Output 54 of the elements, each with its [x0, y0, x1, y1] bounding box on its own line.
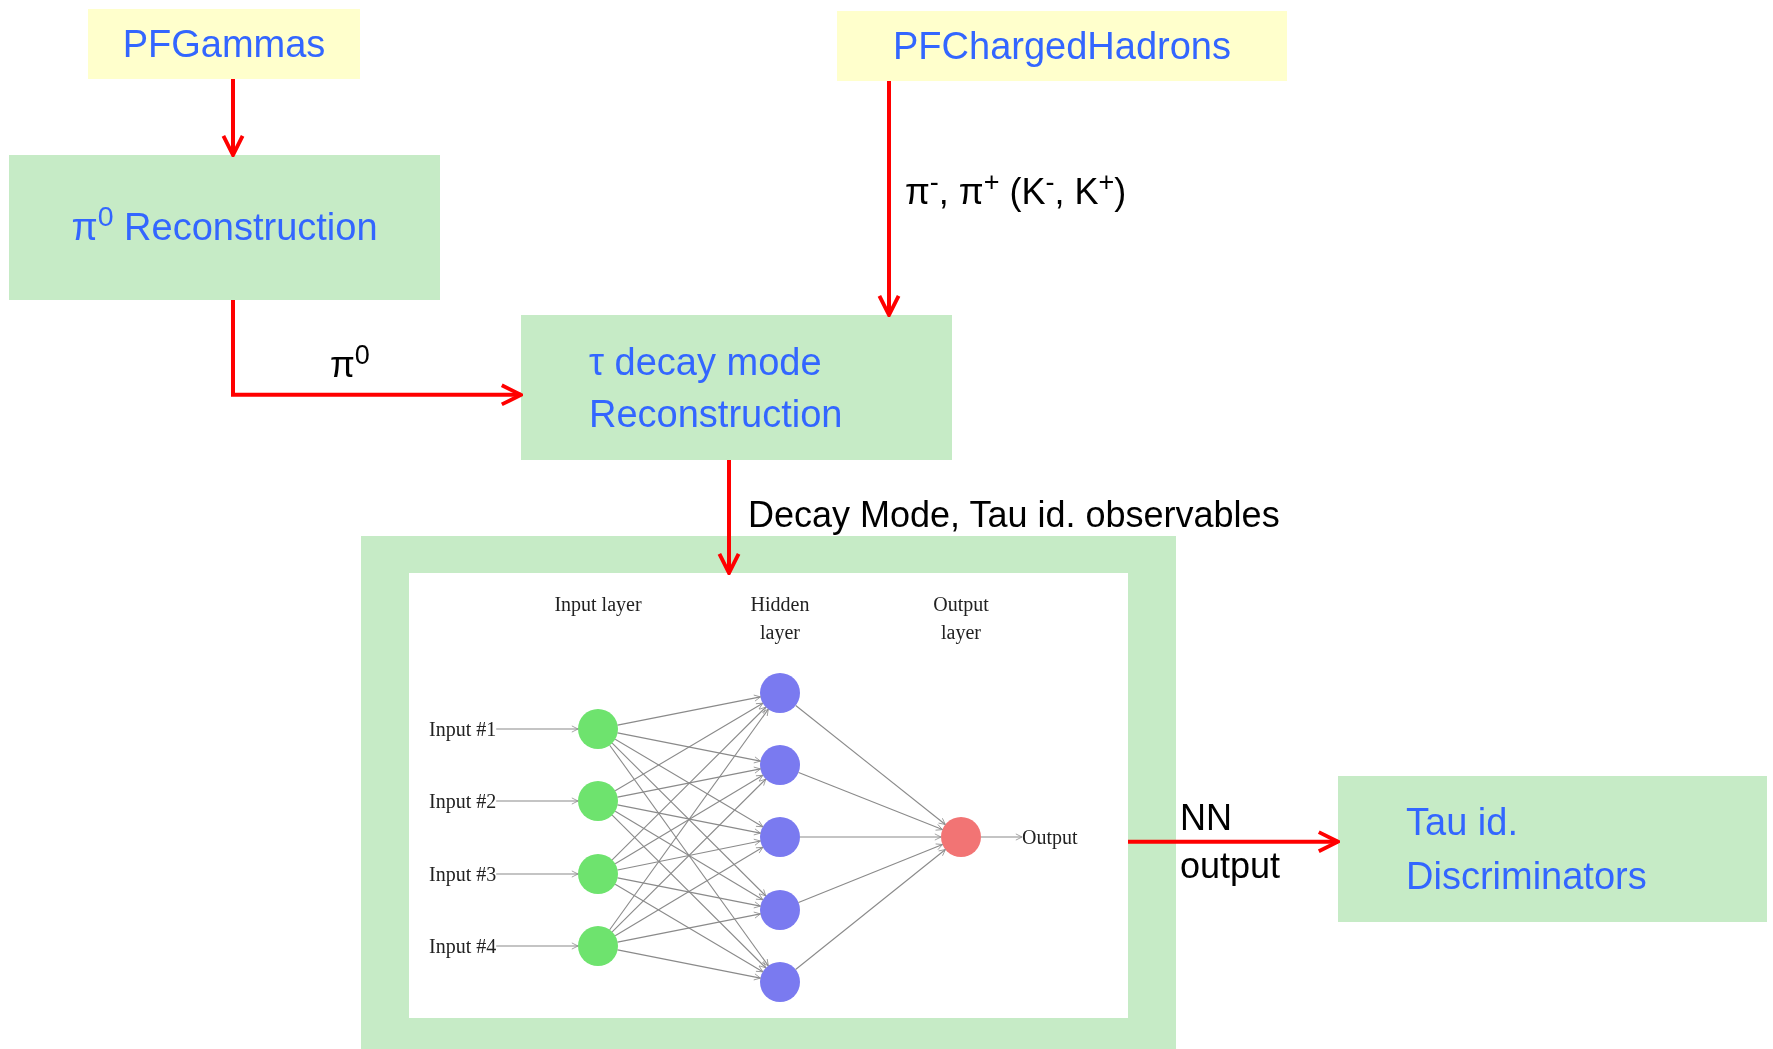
arrow [495, 797, 579, 805]
arrow [980, 833, 1023, 841]
layer-heading: Output layer [932, 592, 990, 646]
arrow [1128, 830, 1340, 854]
arrow [617, 877, 761, 909]
neuron-label: Input #4 [429, 931, 497, 961]
arrow [614, 702, 764, 792]
neuron-label: Input #2 [429, 786, 497, 816]
edge-label: π$^{-}$, π$^{+}$ (K$^{-}$, K$^{+}$) [905, 165, 1127, 214]
edge-label: π$^{0}$ [330, 338, 370, 387]
process-box: Tau id. Discriminators [1338, 776, 1767, 922]
arrow [614, 738, 764, 828]
arrow [611, 778, 767, 933]
arrow [609, 708, 769, 931]
edge-label: Decay Mode, Tau id. observables [748, 493, 1280, 537]
arrow [617, 694, 761, 726]
arrow [611, 814, 767, 969]
neuron-label: Input #1 [429, 714, 497, 744]
process-box: PFGammas [88, 9, 360, 79]
layer-heading: Hidden layer [749, 592, 811, 646]
layer-heading: Input layer [553, 592, 643, 618]
neuron-label: Output [1022, 822, 1078, 852]
process-box: τ decay mode Reconstruction [521, 315, 952, 460]
arrow [611, 742, 767, 897]
arrow [614, 883, 764, 973]
arrow [614, 810, 764, 901]
arrow [614, 774, 764, 865]
arrow [231, 300, 523, 407]
arrow [221, 79, 245, 157]
arrow [495, 942, 579, 950]
arrow [617, 911, 761, 943]
arrow [798, 771, 943, 831]
arrow [617, 838, 761, 871]
network-panel [409, 573, 1128, 1018]
arrow [617, 949, 761, 981]
arrow [495, 725, 579, 733]
arrow [495, 870, 579, 878]
arrow [717, 460, 741, 575]
arrow [609, 744, 769, 967]
arrow [617, 804, 761, 836]
arrow [797, 843, 944, 904]
arrow [611, 706, 767, 861]
panel-frame [361, 536, 1176, 1049]
arrow [614, 846, 764, 937]
arrow [799, 833, 942, 841]
edge-label: NN output [1180, 796, 1282, 888]
process-box: π$^{0}$ Reconstruction [9, 155, 440, 300]
arrow [877, 81, 901, 317]
process-box: PFChargedHadrons [837, 11, 1287, 81]
arrow [795, 704, 946, 826]
arrow [617, 766, 761, 798]
arrow [617, 732, 761, 764]
arrow [795, 848, 946, 971]
neuron-label: Input #3 [429, 859, 497, 889]
